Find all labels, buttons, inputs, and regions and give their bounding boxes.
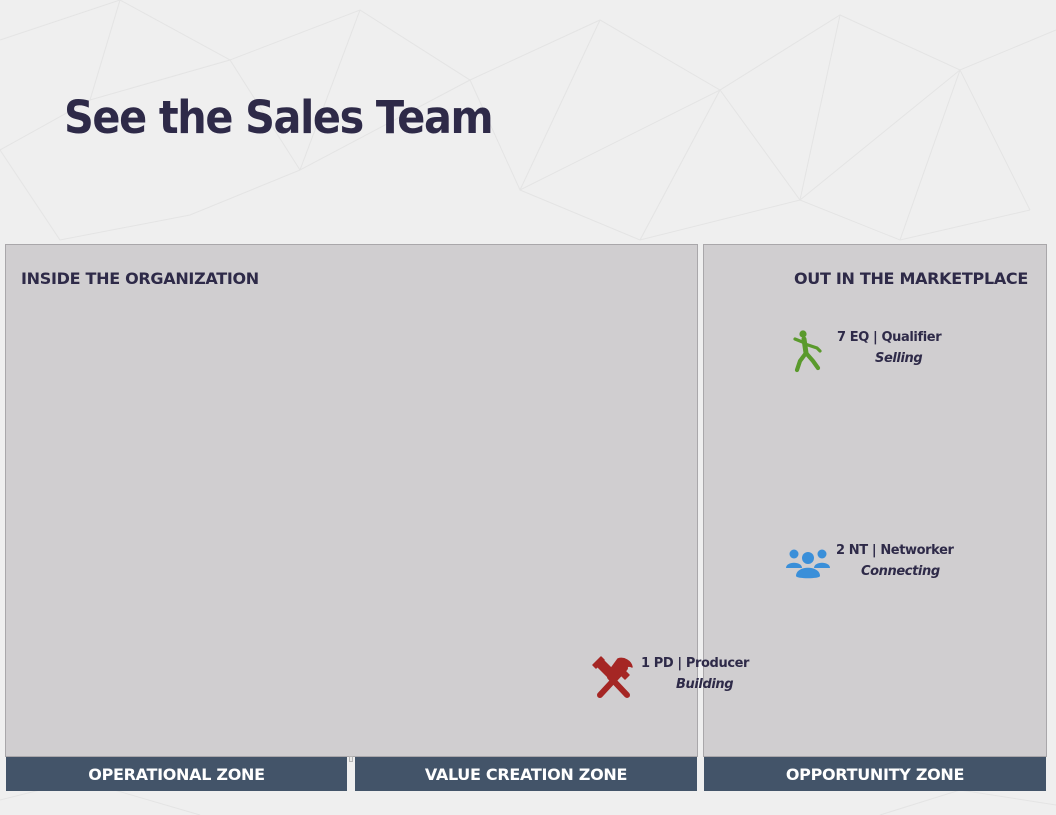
marketplace-panel: OUT IN THE MARKETPLACE (703, 244, 1047, 757)
inside-organization-heading: INSIDE THE ORGANIZATION (21, 269, 259, 288)
hammer-wrench-icon (592, 656, 633, 698)
role-qualifier-action: Selling (875, 351, 923, 366)
zone-divider (349, 756, 353, 762)
inside-organization-panel: INSIDE THE ORGANIZATION (5, 244, 698, 757)
operational-zone-bar: OPERATIONAL ZONE (6, 757, 347, 791)
role-producer: 1 PD | Producer Building (591, 655, 801, 703)
role-networker-action: Connecting (861, 564, 940, 579)
role-qualifier: 7 EQ | Qualifier Selling (787, 329, 997, 377)
role-qualifier-name: 7 EQ | Qualifier (837, 330, 942, 345)
marketplace-heading: OUT IN THE MARKETPLACE (793, 269, 1028, 288)
runner-icon (793, 330, 822, 373)
people-group-icon (786, 549, 830, 579)
role-producer-action: Building (676, 677, 734, 692)
page-title: See the Sales Team (64, 91, 494, 144)
role-networker-name: 2 NT | Networker (836, 543, 954, 558)
role-producer-name: 1 PD | Producer (641, 656, 750, 671)
value-creation-zone-bar: VALUE CREATION ZONE (355, 757, 697, 791)
opportunity-zone-bar: OPPORTUNITY ZONE (704, 757, 1046, 791)
role-networker: 2 NT | Networker Connecting (786, 542, 996, 590)
